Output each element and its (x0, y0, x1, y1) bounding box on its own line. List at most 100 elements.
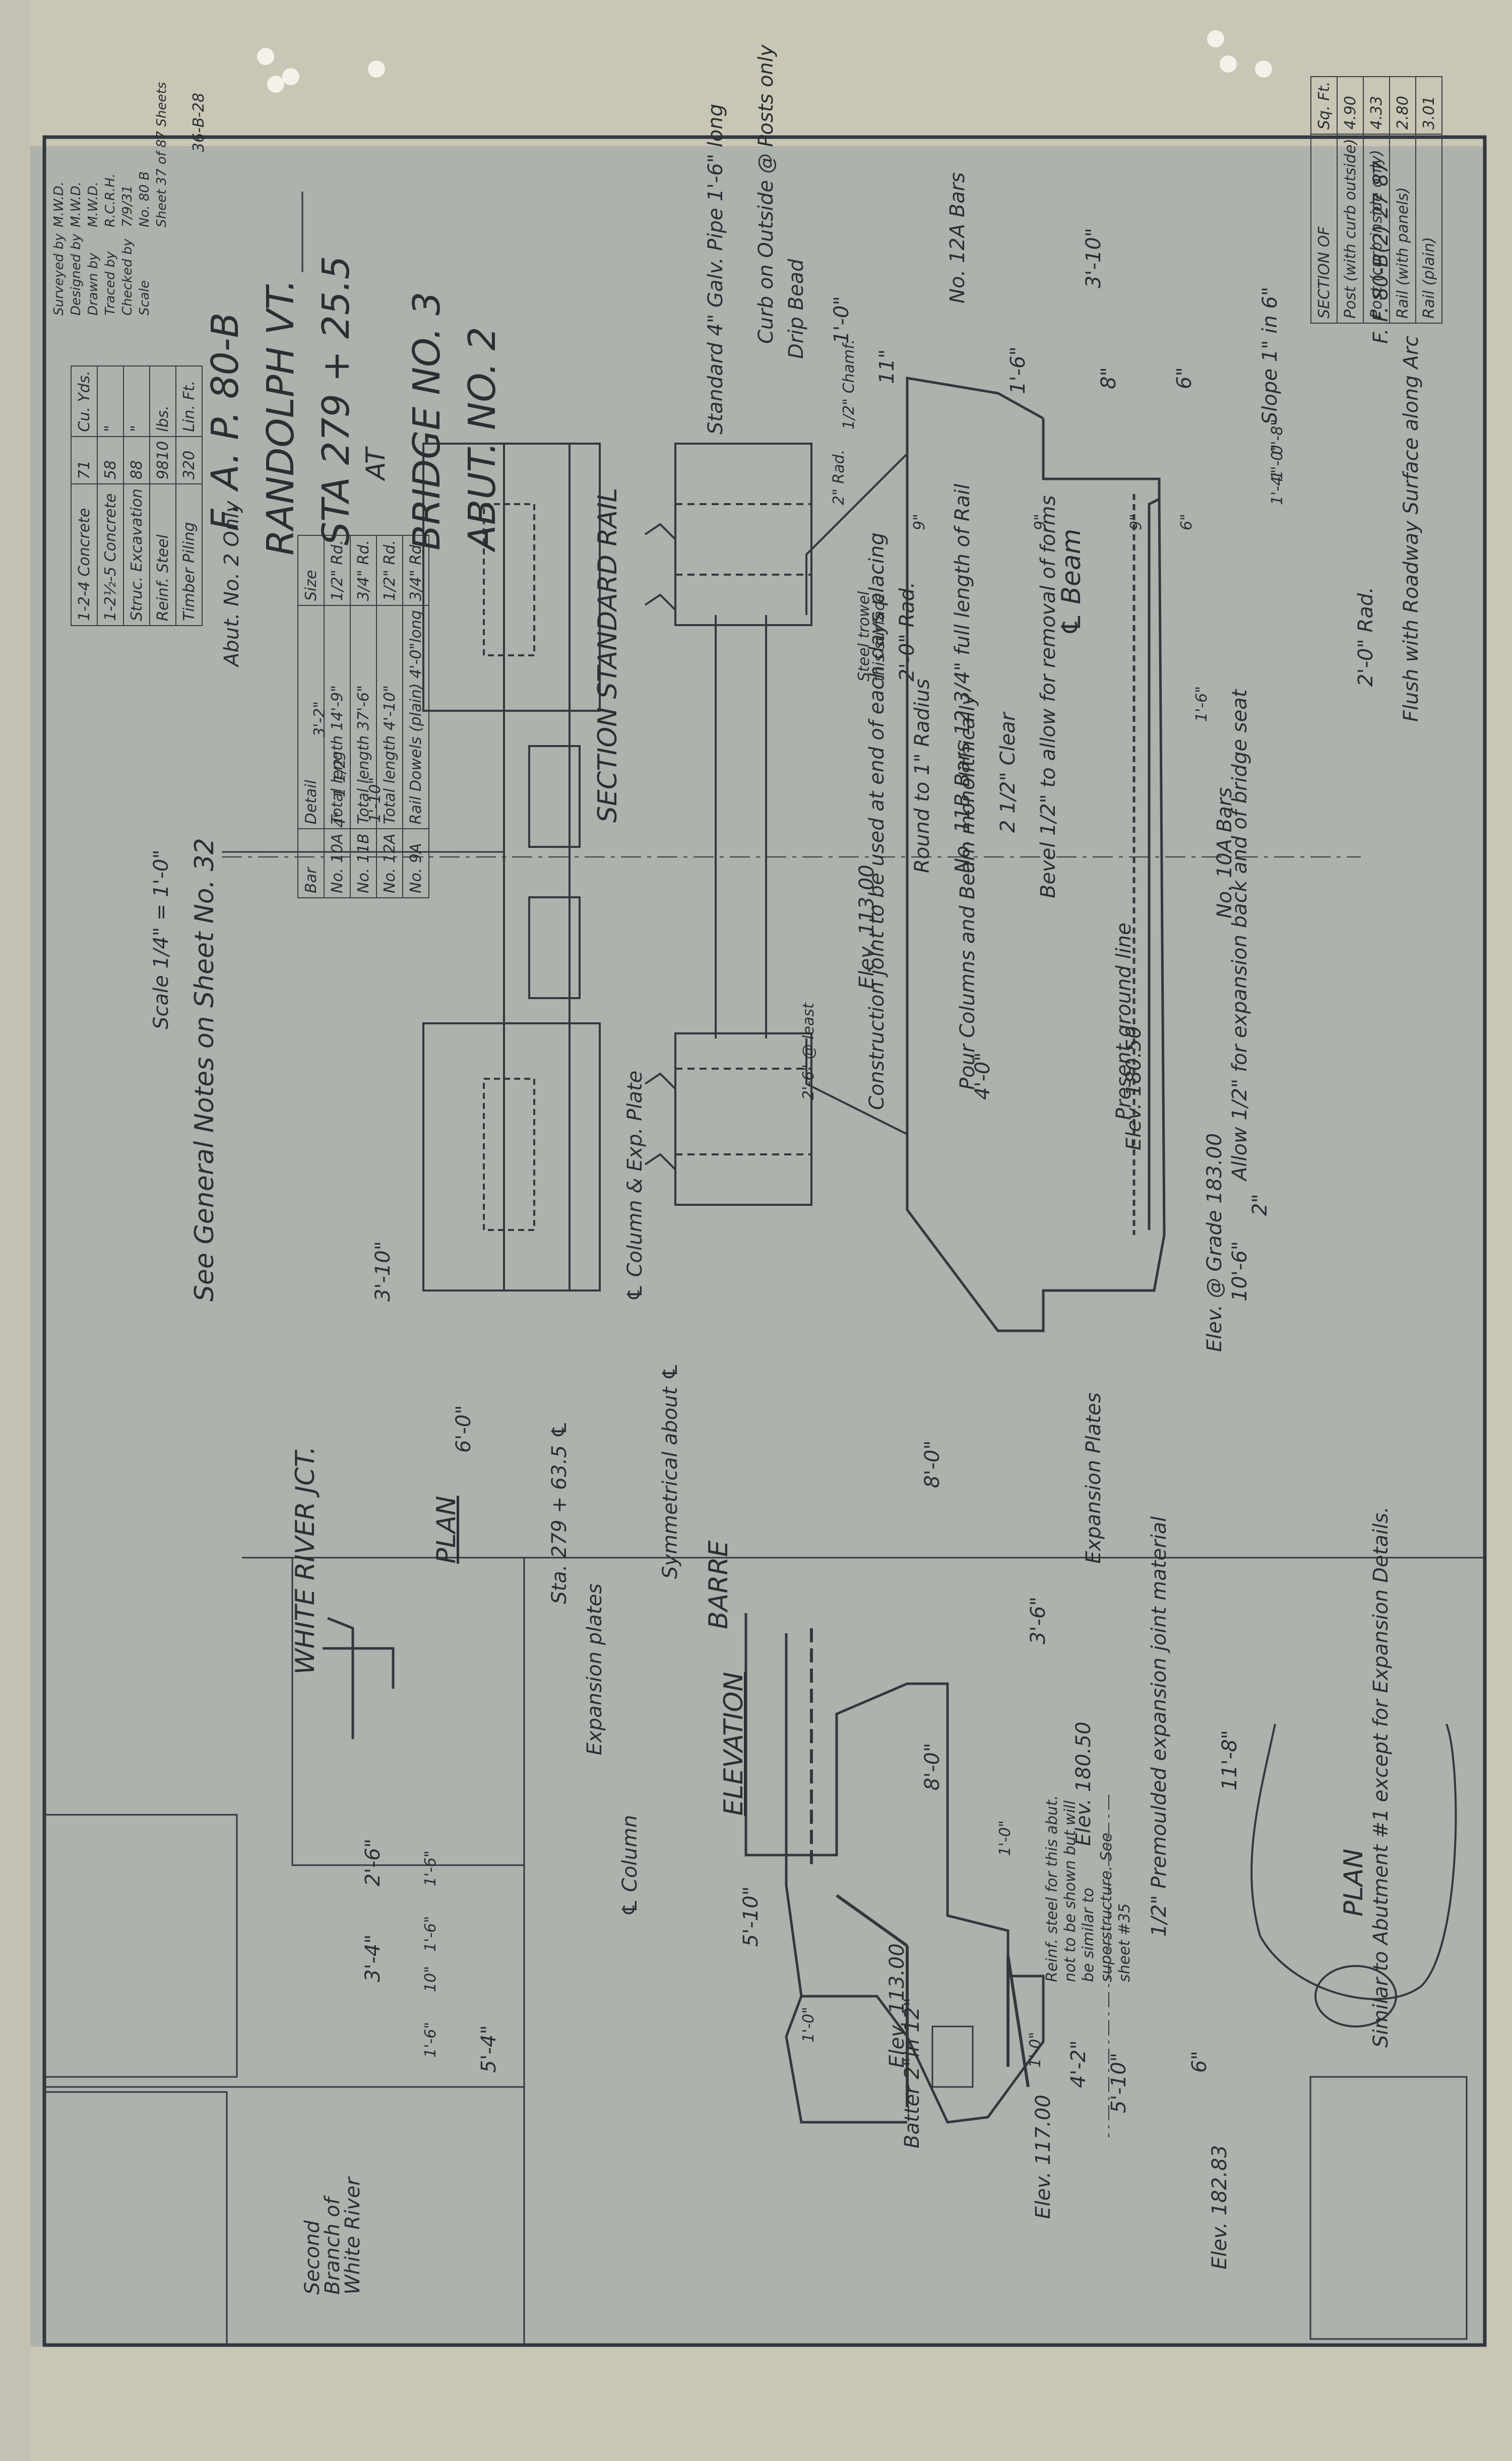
plan-dim-3-10: 3'-10" (371, 1241, 395, 1302)
dim-5-10: 5'-10" (1107, 2052, 1130, 2113)
punch-hole (1255, 60, 1272, 78)
title-line-3: AT (361, 448, 391, 480)
table-row: Post (with curb outside) 4.90 (1337, 77, 1363, 323)
plan-dim-6-0: 6'-0" (452, 1405, 475, 1453)
elevation-columns (644, 443, 908, 1206)
plan-dim-10: 10" (422, 1966, 439, 1992)
flush-note: Flush with Roadway Surface along Arc (1400, 335, 1423, 722)
plan-dim-1-6b: 1'-6" (422, 1916, 439, 1952)
column-label-1: ℄ Column (618, 1815, 642, 1917)
dim-3-6: 3'-6" (1027, 1596, 1050, 1644)
elev-grade: Elev. @ Grade 183.00 (1203, 1133, 1226, 1352)
punch-hole (267, 76, 284, 93)
bar-table-frame (291, 1557, 525, 1866)
credit-value: M.W.D. (86, 181, 101, 227)
credit-label: Traced by (103, 251, 118, 316)
credits-table-frame (44, 2091, 228, 2345)
table-cell: Post (with curb outside) (1337, 134, 1363, 323)
allow-note: Allow 1/2" for expansion back and of bri… (1228, 689, 1251, 1181)
credit-value: M.W.D. (51, 181, 67, 227)
title-line-6: F. A. P. 80-B (204, 312, 247, 530)
elev-182: Elev. 182.83 (1208, 2145, 1231, 2269)
rail-dim-1-6: 1'-6" (1193, 686, 1211, 722)
table-cell: 1-2½-5 Concrete (97, 484, 123, 626)
credit-row: Sheet 37 of 87 Sheets (153, 79, 170, 319)
title-line-1: ABUT. NO. 2 (461, 327, 504, 550)
table-cell: Struc. Excavation (123, 484, 150, 626)
table-cell: Rail (with panels) (1390, 134, 1416, 323)
rail-section (744, 1613, 1109, 2137)
table-row: 1-2-4 Concrete 71 Cu. Yds. (71, 366, 97, 626)
dim-2: 2" (1248, 1194, 1272, 1216)
credit-value: M.W.D. (69, 181, 84, 227)
reinf-note: Reinf. steel for this abut. not to be sh… (1043, 1795, 1133, 1982)
table-cell: lbs. (150, 366, 176, 437)
dim-2-6: 2'-6" @ least (800, 1003, 817, 1100)
rail-dim-0-8: 0'-8" (1269, 418, 1286, 455)
credit-label (153, 230, 170, 319)
table-header-cell: Sq. Ft. (1311, 77, 1337, 135)
barre-label: BARRE (704, 1540, 734, 1629)
dim-10-6: 10'-6" (1228, 1241, 1251, 1302)
table-cell: Rail Dowels (plain) 4'-0"long (403, 605, 429, 829)
rail-dim-6a: 6" (1178, 514, 1195, 530)
plan-exp-plates: Expansion plates (583, 1583, 606, 1755)
credit-label: Designed by (69, 233, 84, 316)
rail-dim-9a: 9" (911, 514, 928, 530)
plan-dim-5-4: 5'-4" (477, 2025, 500, 2073)
pipe-note: Standard 4" Galv. Pipe 1'-6" long (704, 103, 727, 435)
drip-bead: Drip Bead (785, 259, 808, 359)
paper-margin-left (0, 0, 30, 2461)
clear-note: 2 1/2" Clear (996, 712, 1020, 833)
credit-label: Surveyed by (51, 233, 67, 316)
table-cell: 1/2" Rd. (324, 535, 350, 606)
symmetrical-label: Symmetrical about ℄ (659, 1362, 682, 1579)
table-cell: Reinf. Steel (150, 484, 176, 626)
table-row: Reinf. Steel 9810 lbs. (150, 366, 176, 626)
table-header-cell: Bar (298, 829, 324, 898)
rail-dim-11: 11" (875, 349, 899, 384)
table-cell: 3.01 (1416, 77, 1442, 135)
bevel-note: Bevel 1/2" to allow for removal of forms (1037, 495, 1060, 898)
rail-plan-title: PLAN (1339, 1849, 1369, 1917)
title-line-5: RANDOLPH VT. (259, 279, 302, 556)
plan-title: PLAN (431, 1496, 462, 1564)
table-cell: " (123, 366, 150, 437)
table-cell: 71 (71, 436, 97, 484)
sta-label: Sta. 279 + 63.5 ℄ (548, 1421, 571, 1604)
rail-dim-3-10: 3'-10" (1082, 227, 1105, 288)
dim-11-8: 11'-8" (1218, 1730, 1241, 1791)
rad-2b: 2'-0" Rad. (896, 582, 919, 682)
credit-row: Surveyed by M.W.D. (50, 79, 68, 319)
punch-hole (282, 68, 299, 85)
punch-hole (257, 48, 274, 65)
table-cell: Lin. Ft. (176, 366, 202, 437)
elevation-beam (906, 377, 1166, 1332)
rail-dim-1-0: 1'-0" (830, 296, 853, 344)
section-table-frame (1309, 2076, 1468, 2340)
credit-value: No. 80 B (137, 171, 152, 227)
credit-label: Drawn by (86, 253, 101, 316)
plan-dim-2-6: 2'-6" (361, 1838, 385, 1886)
table-cell: Rail (plain) (1416, 134, 1442, 323)
dim-6: 6" (1188, 2051, 1211, 2073)
no-11b: No. 11B Bars 12 3/4" full length of Rail (951, 483, 974, 873)
dim-1-0a: 1'-0" (1027, 2032, 1044, 2068)
exp-plates-label: Expansion Plates (1082, 1392, 1105, 1564)
white-river-label: WHITE RIVER JCT. (290, 1446, 321, 1675)
table-cell: No. 12A (376, 829, 403, 898)
branch-label: Second Branch of White River (301, 2177, 364, 2295)
revision-mark: 36-B-28 (190, 92, 208, 152)
no-10a: No. 10A Bars (1213, 787, 1236, 918)
bar-hook-detail (323, 1647, 395, 1689)
plan-dim-3-4: 3'-4" (361, 1934, 385, 1982)
bar-dim-b: 1 1/2" (331, 752, 349, 797)
rail-dim-9b: 9" (1032, 514, 1049, 530)
rail-dim-9c: 9" (1127, 514, 1145, 530)
table-row: Post (curb inside only) 4.33 (1363, 77, 1390, 323)
table-cell: Timber Piling (176, 484, 202, 626)
rad-2-note: 2'-0" Rad. (1354, 587, 1377, 687)
dim-8-0b: 8'-0" (921, 1440, 944, 1488)
